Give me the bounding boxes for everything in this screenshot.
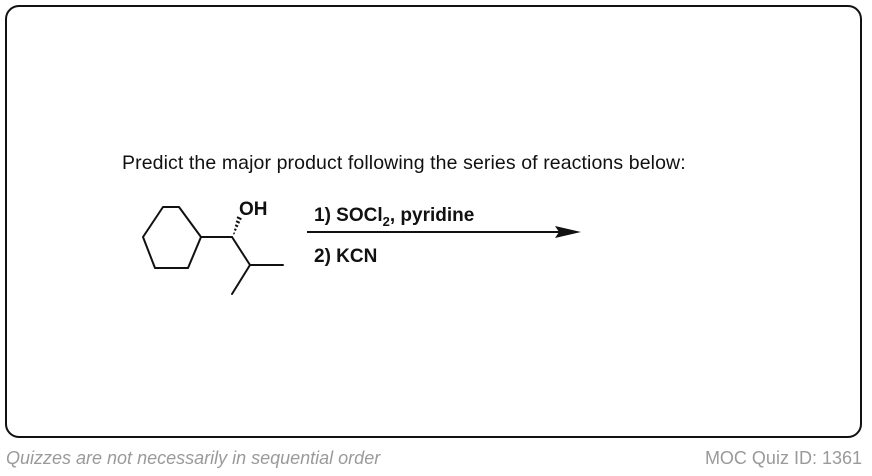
bond-methine-to-methyl-down bbox=[231, 264, 251, 295]
reagent-step-1-subscript: 2 bbox=[383, 214, 390, 229]
reagent-step-1: 1) SOCl2, pyridine bbox=[314, 205, 474, 229]
cyclopentane-ring bbox=[142, 206, 202, 269]
hashed-wedge-bond bbox=[232, 216, 242, 235]
reagent-step-1-main: 1) SOCl bbox=[314, 205, 383, 226]
quiz-id-label: MOC Quiz ID: 1361 bbox=[704, 448, 862, 468]
reagent-step-2: 2) KCN bbox=[314, 246, 377, 267]
question-prompt: Predict the major product following the … bbox=[122, 152, 686, 174]
reagent-step-1-suffix: , pyridine bbox=[390, 205, 474, 226]
hydroxyl-label: OH bbox=[239, 199, 268, 220]
footer-note: Quizzes are not necessarily in sequentia… bbox=[6, 448, 381, 468]
reaction-arrow bbox=[307, 226, 581, 238]
starting-material-structure bbox=[142, 206, 284, 295]
bond-carbinol-to-methine bbox=[231, 236, 251, 266]
question-card bbox=[5, 5, 862, 438]
